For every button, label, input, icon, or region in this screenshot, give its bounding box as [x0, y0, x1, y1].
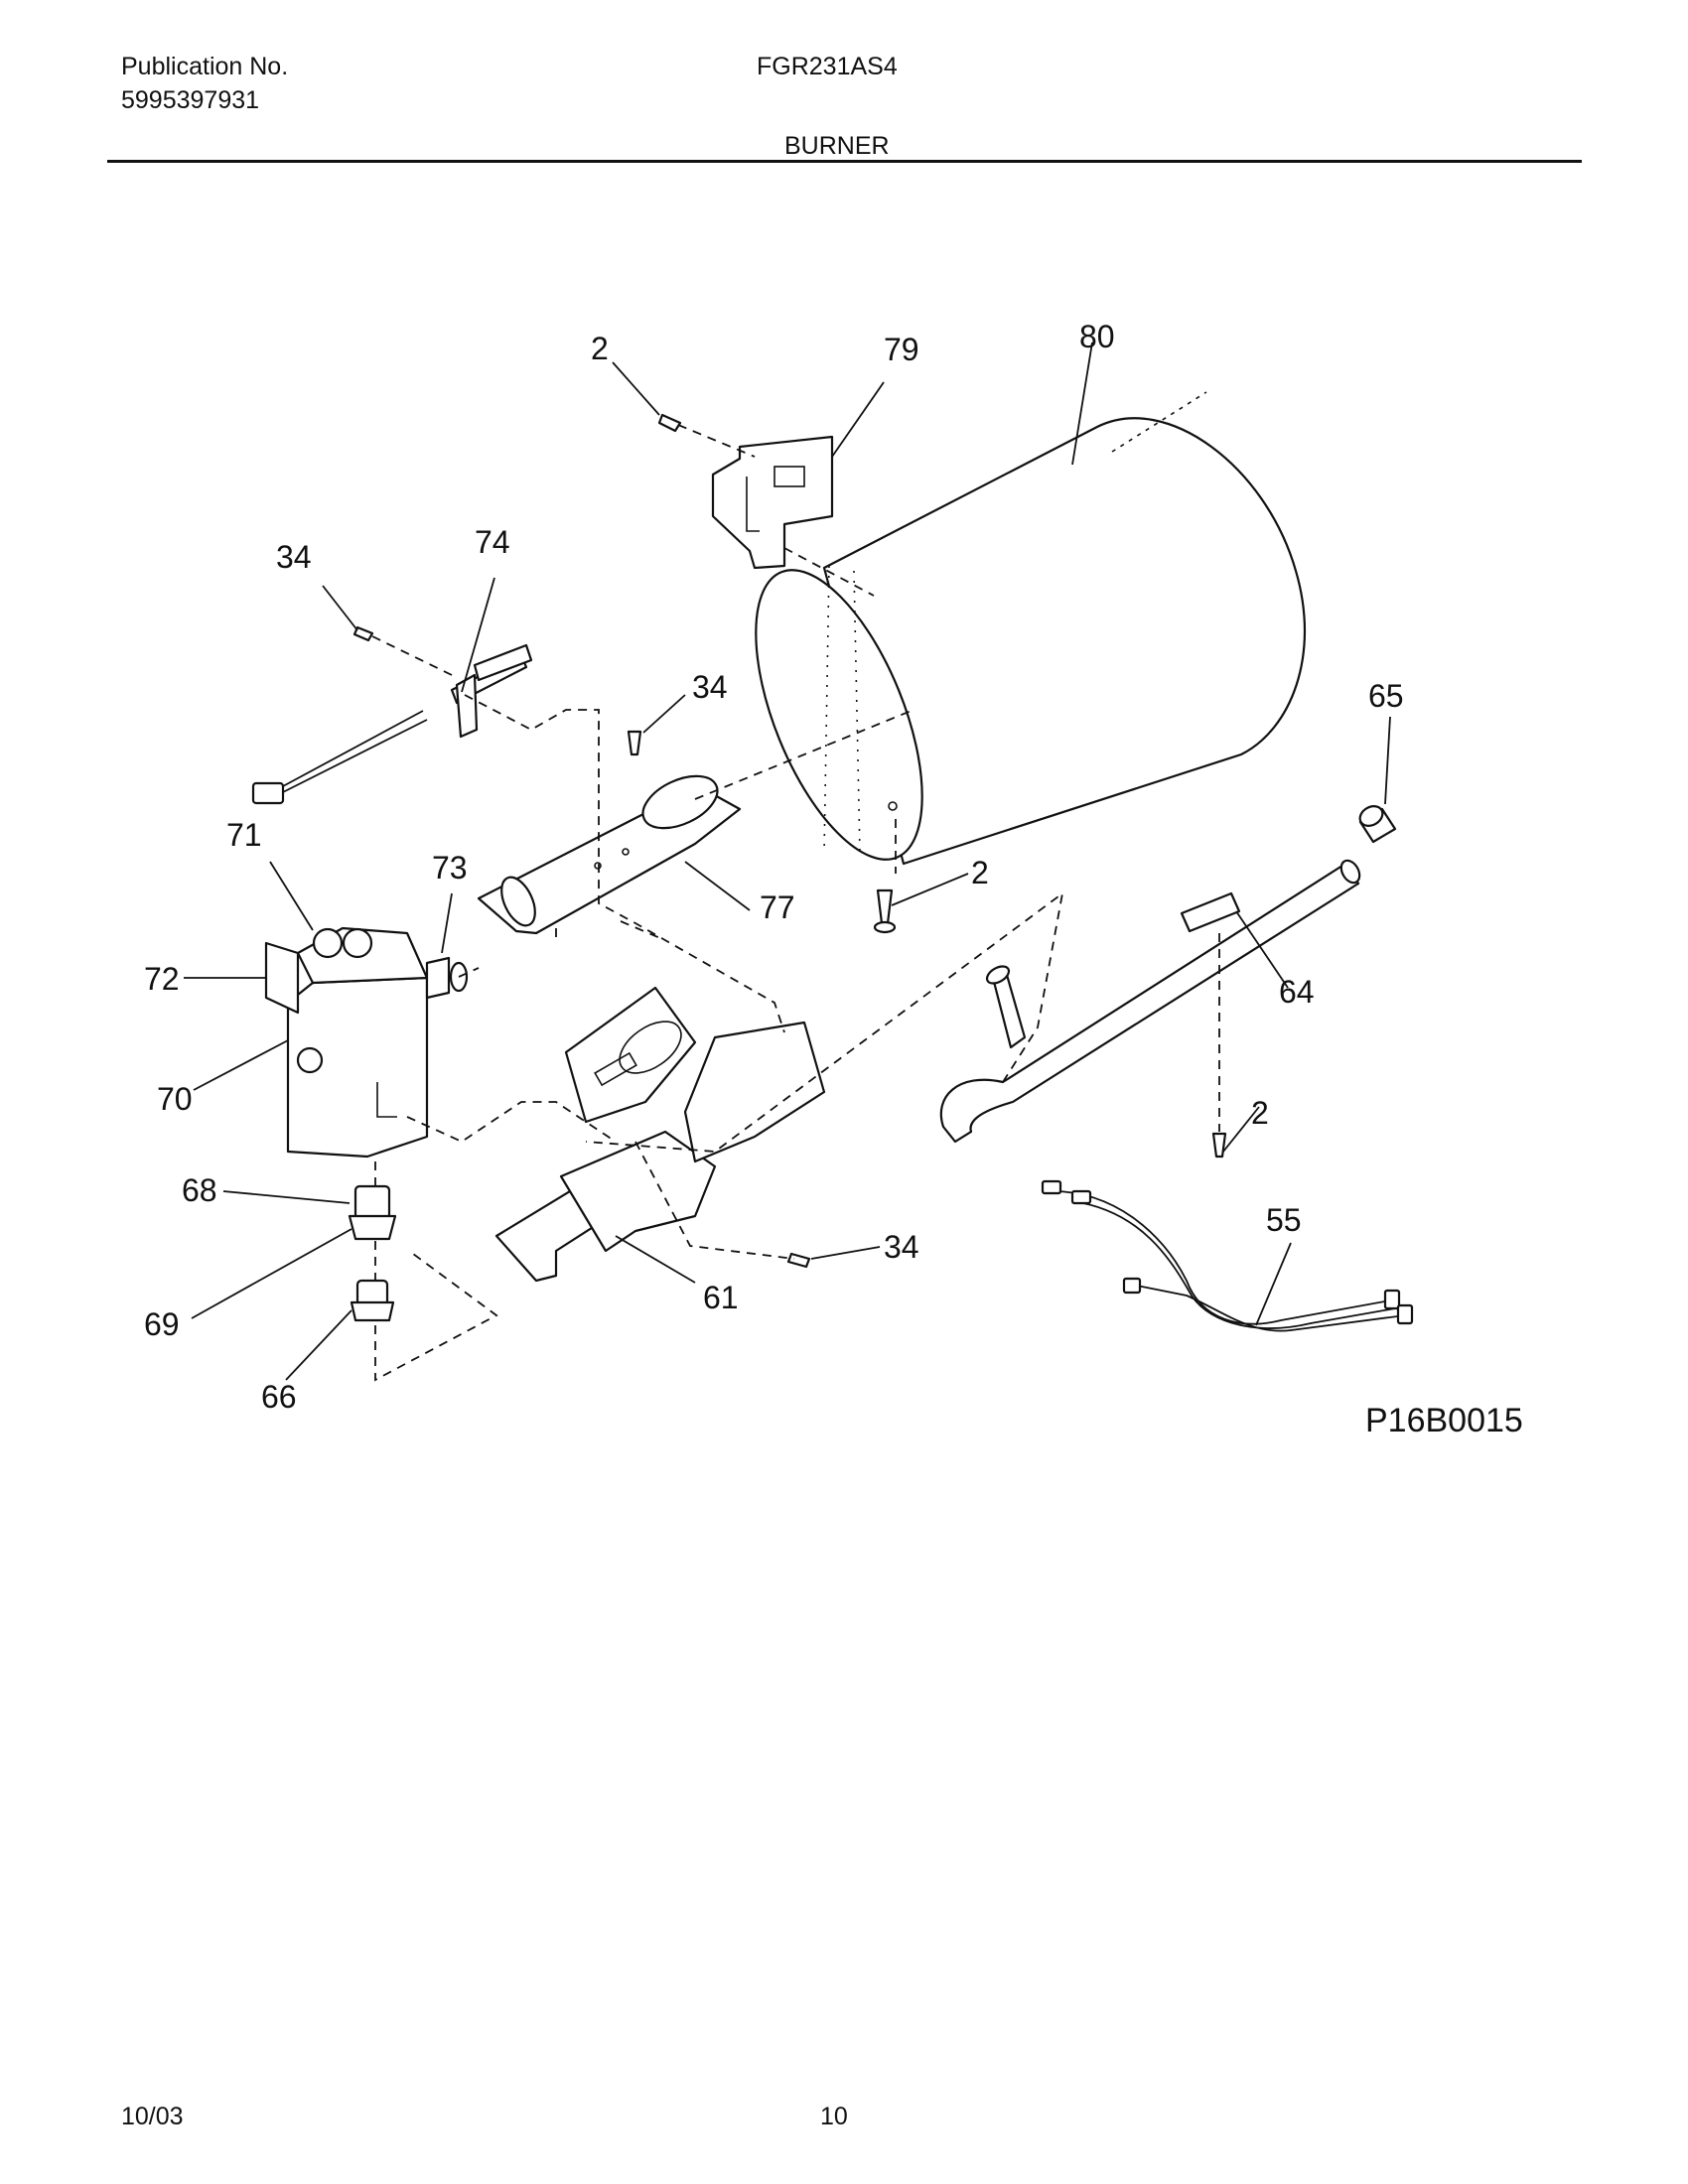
callout-69: 69: [144, 1306, 180, 1342]
callout-61: 61: [703, 1280, 739, 1315]
screws-part: [352, 413, 1227, 1269]
leader-lines: [184, 341, 1391, 1381]
publication-number: 5995397931: [121, 86, 260, 114]
callout-65: 65: [1368, 678, 1404, 714]
callout-34-mid: 34: [692, 669, 728, 705]
callout-71: 71: [226, 817, 262, 853]
wire-harness-part: [1041, 1179, 1414, 1332]
burner-tube-part: [477, 774, 742, 935]
callout-2-top: 2: [591, 331, 609, 366]
callout-66: 66: [261, 1379, 297, 1415]
callout-2-right: 2: [1251, 1095, 1269, 1131]
callout-2-mid: 2: [971, 855, 989, 890]
footer-date: 10/03: [121, 2103, 184, 2130]
callout-34-left: 34: [276, 539, 312, 575]
assembly-lines: [371, 424, 1220, 1382]
callout-64: 64: [1279, 974, 1315, 1010]
gas-valve-part: [264, 926, 469, 1159]
figure-id: P16B0015: [1365, 1402, 1523, 1439]
callout-68: 68: [182, 1172, 217, 1208]
callout-80: 80: [1079, 319, 1115, 354]
orifice-fittings-part: [348, 1184, 397, 1322]
bracket-part: [711, 435, 834, 570]
combustion-chamber-part: [755, 391, 1307, 866]
callout-73: 73: [432, 850, 468, 886]
publication-label: Publication No.: [121, 53, 289, 80]
manifold-pipe-part: [939, 859, 1361, 1144]
pipe-cap-part: [1358, 805, 1397, 844]
callout-77: 77: [760, 889, 795, 925]
igniter-part: [251, 643, 533, 805]
callout-70: 70: [157, 1081, 193, 1117]
callout-74: 74: [475, 524, 510, 560]
callout-34-bottom: 34: [884, 1229, 919, 1265]
burner-bracket-part: [494, 986, 826, 1283]
model-number: FGR231AS4: [757, 53, 898, 80]
section-title: BURNER: [784, 132, 890, 160]
callout-labels: 2 79 80 34 74 34 65 71 73 2 77 72 64 70 …: [144, 319, 1404, 1415]
header-rule: [107, 160, 1582, 163]
callout-72: 72: [144, 961, 180, 997]
callout-79: 79: [884, 332, 919, 367]
callout-55: 55: [1266, 1202, 1302, 1238]
page-number: 10: [820, 2103, 848, 2130]
